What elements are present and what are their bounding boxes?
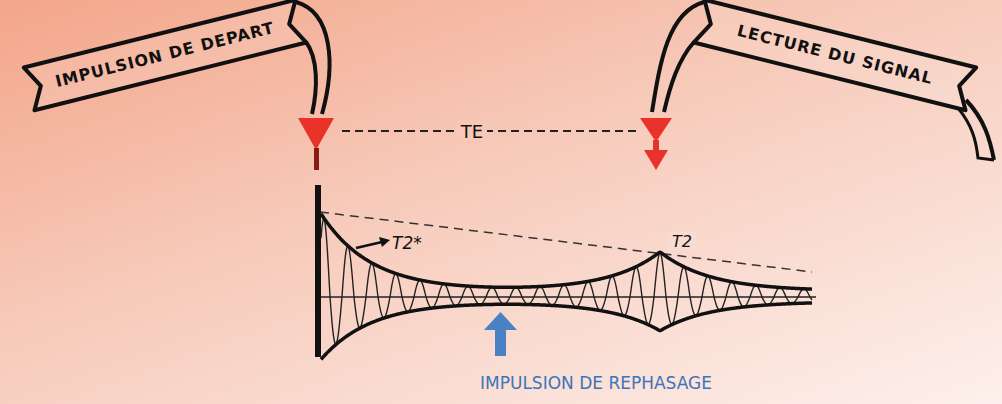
baseline [318, 296, 816, 298]
time-label: T2* [392, 233, 422, 253]
banner-shape [694, 0, 976, 110]
banner-tail [296, 2, 329, 114]
excitation-bar [315, 185, 321, 357]
signal-envelope [321, 303, 812, 360]
t2-decay-line [320, 212, 812, 272]
rephasing-arrow [495, 326, 506, 356]
banner: LECTURE DU SIGNAL [694, 0, 976, 110]
signal-envelope [321, 214, 812, 289]
pulse-arrow [644, 150, 668, 170]
banner-tail [664, 42, 694, 112]
banner-shape [24, 0, 306, 110]
small-arrow [356, 242, 382, 248]
time-label: T2 [668, 232, 696, 251]
signal-curves [321, 214, 812, 360]
banner: IMPULSION DE DEPART [24, 0, 306, 110]
pulse-arrow [314, 148, 319, 170]
banner-text: LECTURE DU SIGNAL [732, 9, 938, 100]
banner-text: IMPULSION DE DEPART [51, 6, 280, 103]
pulse-caption: IMPULSION DE REPHASAGE [480, 373, 712, 393]
time-label: TE [457, 121, 487, 142]
pulse-arrow [298, 118, 334, 150]
te-dashed-line [342, 130, 636, 132]
banner-tail [652, 2, 704, 112]
pulse-arrow [640, 118, 672, 142]
rephasing-arrow [484, 312, 517, 330]
banner-tail [306, 42, 316, 114]
small-arrow [379, 237, 390, 247]
banner-tail [958, 108, 994, 160]
